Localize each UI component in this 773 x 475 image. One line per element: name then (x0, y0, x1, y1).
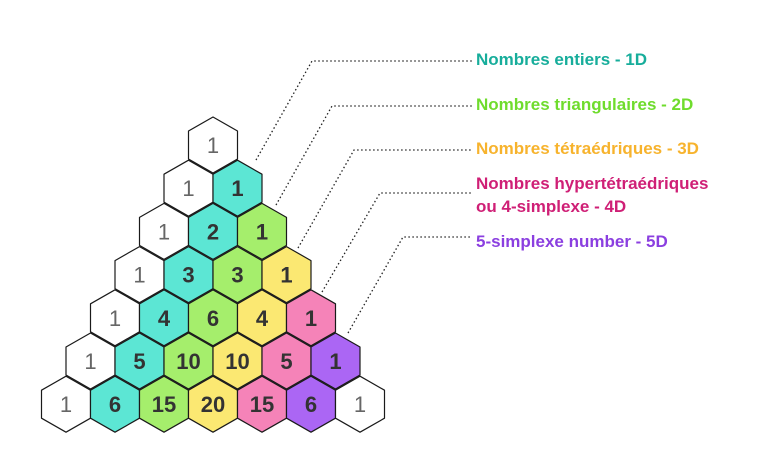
hex-cell-r6-c6 (334, 375, 386, 433)
hex-value-r4-c4: 1 (305, 306, 317, 331)
hex-value-r5-c4: 5 (280, 349, 292, 374)
hex-value-r2-c1: 2 (207, 219, 219, 244)
hex-value-r2-c2: 1 (256, 219, 268, 244)
hex-value-r1-c1: 1 (231, 176, 243, 201)
leader-line-2d (275, 105, 472, 206)
hex-value-r5-c3: 10 (225, 349, 249, 374)
hex-cell-r5-c5 (310, 332, 361, 390)
hex-value-r4-c2: 6 (207, 306, 219, 331)
hex-cell-r1-c1 (212, 159, 263, 217)
hex-value-r5-c0: 1 (84, 349, 96, 374)
hex-value-r6-c1: 6 (109, 392, 121, 417)
hex-value-r5-c1: 5 (133, 349, 145, 374)
hex-value-r6-c0: 1 (60, 392, 72, 417)
hex-value-r5-c2: 10 (176, 349, 200, 374)
leader-line-5d (347, 236, 472, 334)
hex-value-r4-c0: 1 (109, 306, 121, 331)
hex-value-r1-c0: 1 (182, 176, 194, 201)
hex-value-r6-c4: 15 (250, 392, 274, 417)
label-triangular-2d: Nombres triangulaires - 2D (476, 95, 694, 114)
hex-value-r6-c5: 6 (305, 392, 317, 417)
hex-value-r6-c3: 20 (201, 392, 225, 417)
hex-cell-r2-c2 (236, 202, 288, 260)
hex-value-r5-c5: 1 (329, 349, 341, 374)
hex-cell-r4-c4 (285, 289, 337, 347)
leader-line-4d (321, 192, 472, 293)
hex-cell-r0-c0 (187, 116, 239, 174)
label-5-simplex-5d: 5-simplexe number - 5D (476, 232, 668, 251)
leader-line-3d (297, 149, 472, 249)
label-integers-1d: Nombres entiers - 1D (476, 50, 647, 69)
hex-value-r2-c0: 1 (158, 219, 170, 244)
hex-value-r0-c0: 1 (207, 133, 219, 158)
hex-value-r3-c3: 1 (280, 263, 292, 288)
hex-value-r3-c0: 1 (133, 263, 145, 288)
label-hypertetrahedral-4d-line2: ou 4-simplexe - 4D (476, 197, 627, 216)
hex-value-r6-c6: 1 (354, 392, 366, 417)
hex-value-r4-c1: 4 (158, 306, 171, 331)
hex-value-r3-c1: 3 (182, 263, 194, 288)
hex-value-r3-c2: 3 (231, 263, 243, 288)
hex-value-r6-c2: 15 (152, 392, 176, 417)
hex-value-r4-c3: 4 (256, 306, 269, 331)
label-tetrahedral-3d: Nombres tétraédriques - 3D (476, 139, 699, 158)
label-hypertetrahedral-4d-line1: Nombres hypertétraédriques (476, 174, 709, 193)
leader-lines (255, 60, 472, 334)
leader-line-1d (255, 60, 472, 161)
hex-cell-r3-c3 (261, 246, 312, 304)
